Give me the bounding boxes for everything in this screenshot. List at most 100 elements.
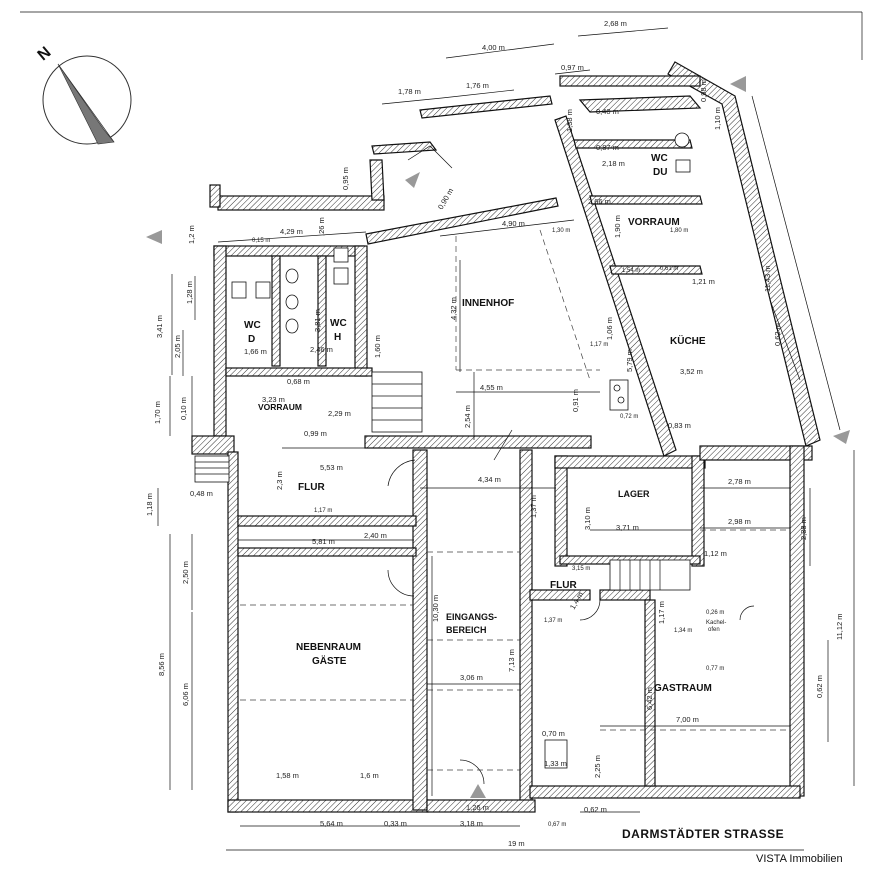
room-label-flur-left: FLUR (298, 482, 325, 493)
dim-label: 0,68 m (287, 377, 310, 386)
dim-label: 1,76 m (466, 81, 489, 90)
dim-label: 5,81 m (312, 537, 335, 546)
view-marker-left (146, 230, 162, 244)
label-kachelofen-1: Kachel- (706, 620, 726, 626)
dim-label: 3,18 m (460, 819, 483, 828)
dim-label: 0,87 m (596, 143, 619, 152)
dim-label: 0,98 m (699, 79, 708, 102)
dim-label: 4,34 m (478, 475, 501, 484)
sanitary-fixtures (231, 132, 691, 769)
dim-label: 7,00 m (676, 715, 699, 724)
dim-label: 2,18 m (602, 159, 625, 168)
dim-label: 2,38 m (799, 517, 808, 540)
room-label-wc-d-1: WC (244, 320, 261, 331)
street-name: DARMSTÄDTER STRASSE (622, 826, 784, 841)
room-label-vorraum-left: VORRAUM (258, 402, 302, 412)
view-marker-top-right (730, 76, 746, 92)
dim-label: 1,6 m (360, 771, 379, 780)
dim-label: 0,62 m (815, 675, 824, 698)
dim-label: 1,34 m (674, 628, 692, 634)
room-label-wc-h-2: H (334, 332, 341, 343)
dim-label: 1,37 m (544, 618, 562, 624)
dim-label: 3,06 m (460, 673, 483, 682)
dim-label: 3,23 m (262, 395, 285, 404)
dim-label: 1,54 m (622, 268, 640, 274)
dim-label: 0,67 m (548, 822, 566, 828)
dim-label: 2,98 m (728, 517, 751, 526)
walls (191, 61, 821, 813)
room-label-nebenraum-1: NEBENRAUM (296, 642, 361, 653)
room-label-innenhof: INNENHOF (462, 298, 514, 309)
dim-label: 1,2 m (187, 225, 196, 244)
dim-label: 6,06 m (181, 683, 190, 706)
view-marker-bottom (470, 784, 486, 798)
dim-label: 1,26 m (466, 803, 489, 812)
dim-label: 4,32 m (449, 297, 458, 320)
label-kachelofen-2: ofen (708, 627, 720, 633)
dim-label: 5,64 m (320, 819, 343, 828)
dim-label: 1,17 m (314, 508, 332, 514)
dim-label: 2,3 m (275, 471, 284, 490)
room-label-wc-du-1: WC (651, 153, 668, 164)
dim-label: 1,58 m (276, 771, 299, 780)
dim-label: 3,41 m (155, 315, 164, 338)
room-label-flur-small: FLUR (550, 580, 577, 591)
dim-label: 0,90 m (436, 187, 455, 211)
dim-label: 1,78 m (398, 87, 421, 96)
dim-label: 0,83 m (668, 421, 691, 430)
dim-label: 1,10 m (713, 107, 722, 130)
dim-label: 0,99 m (304, 429, 327, 438)
room-label-vorraum-top: VORRAUM (628, 217, 680, 228)
dim-label: 2,05 m (173, 335, 182, 358)
dim-label: 0,48 m (190, 489, 213, 498)
dim-label: 4,90 m (502, 219, 525, 228)
dim-label: 0,72 m (620, 414, 638, 420)
dim-label: 1,90 m (613, 215, 622, 238)
dim-label: 0,62 m (584, 805, 607, 814)
dim-label: 1,30 m (552, 228, 570, 234)
dim-label: 0,91 m (571, 389, 580, 412)
dim-label: 0,33 m (384, 819, 407, 828)
dim-label: 4,00 m (482, 43, 505, 52)
dimension-labels: 2,68 m 4,00 m 0,97 m 1,78 m 1,76 m 0,98 … (145, 19, 844, 848)
dim-label: 3,52 m (680, 367, 703, 376)
dim-label: 0,77 m (706, 666, 724, 672)
room-label-wc-d-2: D (248, 334, 255, 345)
dim-label: 0,40 m (596, 107, 619, 116)
dim-label: 1,28 m (185, 281, 194, 304)
dim-label: 0,10 m (179, 397, 188, 420)
dim-label: 1,70 m (153, 401, 162, 424)
dim-label: 2,66 m (588, 197, 611, 206)
dim-label: 1,06 m (605, 317, 614, 340)
dim-label: 2,40 m (364, 531, 387, 540)
dim-label: 0,95 m (341, 167, 350, 190)
dim-label: 2,68 m (604, 19, 627, 28)
dim-label: 1,21 m (692, 277, 715, 286)
dim-label: 0,61 m (660, 266, 678, 272)
room-label-gastraum: GASTRAUM (654, 683, 712, 694)
dim-label: 4,55 m (480, 383, 503, 392)
dim-label: 1,17 m (657, 601, 666, 624)
dim-label: 1,33 m (544, 759, 567, 768)
room-labels: INNENHOF KÜCHE VORRAUM WC DU WC D WC H V… (244, 153, 726, 694)
dim-label: 1,38 m (565, 109, 574, 132)
dim-label: 19 m (508, 839, 525, 848)
north-arrow-icon: N (35, 44, 132, 145)
room-label-eingang-2: BEREICH (446, 625, 487, 635)
dimension-lines (157, 27, 855, 851)
dim-label: 2,25 m (593, 755, 602, 778)
dim-label: 10,30 m (431, 595, 440, 622)
interior-lines (240, 145, 790, 785)
dim-label: 8,56 m (157, 653, 166, 676)
dim-label: 2,50 m (181, 561, 190, 584)
dim-label: 11,43 m (763, 265, 772, 292)
room-label-lager: LAGER (618, 489, 650, 499)
dim-label: 6,42 m (645, 687, 654, 710)
dim-label: 5,79 m (625, 349, 634, 372)
dim-label: 11,12 m (835, 613, 844, 640)
room-label-wc-h-1: WC (330, 318, 347, 329)
dim-label: 1,80 m (670, 228, 688, 234)
dim-label: 1,37 m (529, 495, 538, 518)
dim-label: 3,81 m (313, 309, 322, 332)
